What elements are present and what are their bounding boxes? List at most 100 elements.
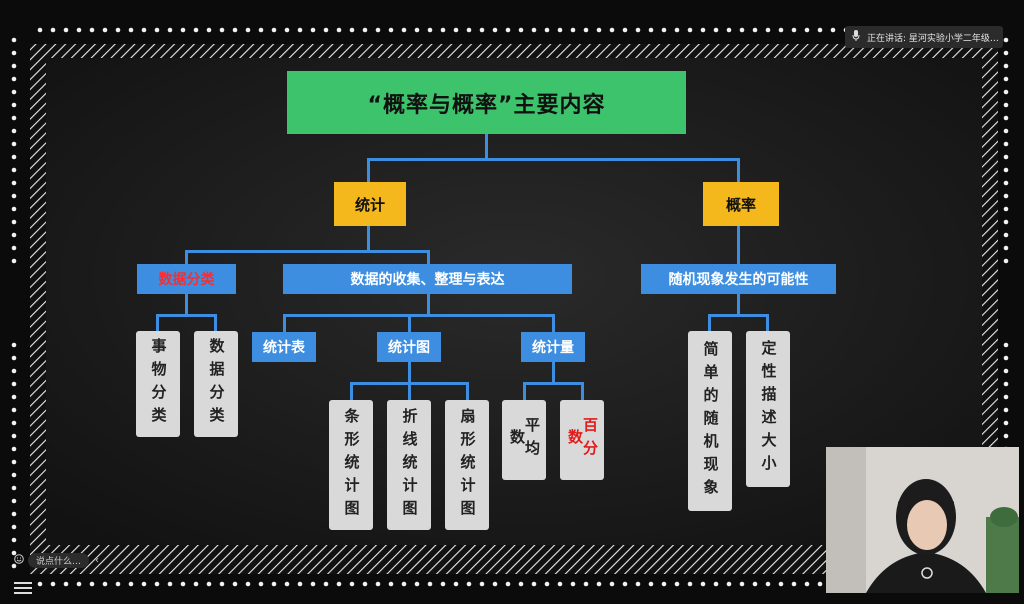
border-dot	[11, 193, 17, 199]
connector-line	[214, 314, 217, 332]
border-dot	[284, 27, 290, 33]
border-dot	[11, 154, 17, 160]
border-dot	[570, 27, 576, 33]
border-dot	[1003, 37, 1009, 43]
border-dot	[1003, 219, 1009, 225]
border-dot	[154, 581, 160, 587]
border-dot	[661, 581, 667, 587]
border-dot	[765, 27, 771, 33]
connector-line	[737, 158, 740, 182]
border-dot	[1003, 206, 1009, 212]
border-dot	[518, 581, 524, 587]
border-dot	[1003, 154, 1009, 160]
border-dot	[622, 27, 628, 33]
border-dot	[440, 581, 446, 587]
connector-line	[427, 250, 430, 264]
border-dot	[141, 27, 147, 33]
leaf-thing-classification: 事物分类	[136, 331, 180, 437]
chat-input-bar[interactable]: 说点什么… ‹	[14, 552, 99, 568]
border-dot	[89, 581, 95, 587]
border-dot	[180, 581, 186, 587]
border-dot	[609, 581, 615, 587]
border-dot	[713, 27, 719, 33]
border-dot	[76, 581, 82, 587]
connector-line	[350, 382, 353, 400]
border-dot	[128, 27, 134, 33]
connector-line	[156, 314, 159, 332]
border-dot	[89, 27, 95, 33]
border-dot	[50, 581, 56, 587]
border-dot	[375, 27, 381, 33]
border-dot	[1003, 50, 1009, 56]
connector-line	[408, 314, 411, 332]
border-dot	[258, 581, 264, 587]
border-dot	[11, 381, 17, 387]
border-dot	[557, 27, 563, 33]
chevron-left-icon[interactable]: ‹	[95, 554, 100, 566]
border-dot	[37, 581, 43, 587]
border-dot	[1003, 433, 1009, 439]
border-dot	[505, 581, 511, 587]
border-dot	[11, 407, 17, 413]
border-dot	[1003, 394, 1009, 400]
border-dot	[11, 420, 17, 426]
border-dot	[336, 27, 342, 33]
border-dot	[128, 581, 134, 587]
border-dot	[817, 27, 823, 33]
connector-line	[408, 382, 411, 400]
microphone-icon	[849, 30, 863, 44]
border-dot	[635, 581, 641, 587]
connector-line	[466, 382, 469, 400]
smile-icon[interactable]	[14, 553, 24, 567]
border-dot	[1003, 167, 1009, 173]
node-stat-measure: 统计量	[521, 332, 585, 362]
speaking-text: 正在讲话: 星河实验小学二年级…	[867, 33, 999, 44]
border-dot	[1003, 258, 1009, 264]
connector-line	[552, 314, 555, 332]
border-dot	[11, 498, 17, 504]
chat-placeholder[interactable]: 说点什么…	[28, 552, 90, 568]
border-dot	[661, 27, 667, 33]
border-dot	[11, 89, 17, 95]
border-dot	[167, 581, 173, 587]
border-dot	[1003, 420, 1009, 426]
connector-line	[367, 158, 739, 161]
border-dot	[414, 581, 420, 587]
border-dot	[492, 27, 498, 33]
border-dot	[11, 524, 17, 530]
connector-line	[427, 294, 430, 316]
border-dot	[583, 581, 589, 587]
connector-line	[485, 134, 488, 160]
border-dot	[349, 581, 355, 587]
border-dot	[11, 76, 17, 82]
border-dot	[310, 581, 316, 587]
border-dot	[271, 27, 277, 33]
border-dot	[11, 180, 17, 186]
connector-line	[737, 294, 740, 316]
connector-line	[581, 382, 584, 400]
border-dot	[11, 232, 17, 238]
border-dot	[11, 167, 17, 173]
leaf-line-chart: 折线统计图	[387, 400, 431, 530]
border-dot	[11, 433, 17, 439]
border-dot	[440, 27, 446, 33]
border-dot	[11, 245, 17, 251]
menu-icon[interactable]	[14, 582, 32, 596]
border-dot	[778, 581, 784, 587]
border-dot	[11, 206, 17, 212]
border-dot	[466, 27, 472, 33]
border-dot	[1003, 63, 1009, 69]
border-dot	[11, 102, 17, 108]
border-dot	[726, 581, 732, 587]
connector-line	[708, 314, 711, 332]
border-dot	[1003, 232, 1009, 238]
border-dot	[583, 27, 589, 33]
border-dot	[37, 27, 43, 33]
speaking-notice: 正在讲话: 星河实验小学二年级…	[845, 26, 1003, 48]
border-dot	[1003, 76, 1009, 82]
border-dot	[726, 27, 732, 33]
border-dot	[362, 27, 368, 33]
border-dot	[245, 27, 251, 33]
border-dot	[219, 581, 225, 587]
border-dot	[11, 550, 17, 556]
